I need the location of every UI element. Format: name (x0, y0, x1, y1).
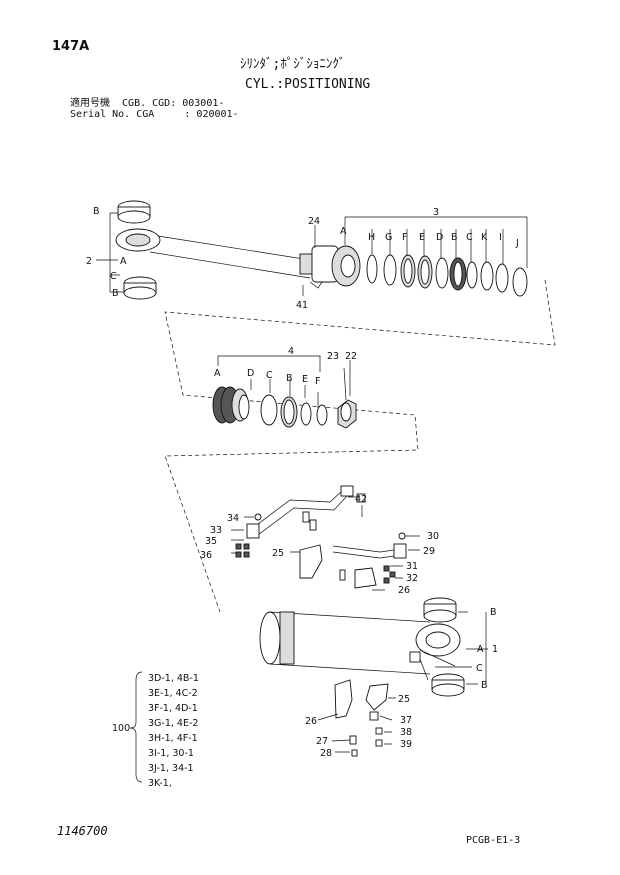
label-38: 38 (400, 727, 412, 738)
title-japanese: ｼﾘﾝﾀﾞ;ﾎﾟｼﾞｼｮﾆﾝｸﾞ (240, 57, 346, 72)
label-H3: H (368, 232, 375, 243)
label-B4: B (286, 373, 293, 384)
label-35: 35 (205, 536, 217, 547)
label-36: 36 (200, 550, 212, 561)
label-22: 22 (345, 351, 357, 362)
label-27: 27 (316, 736, 328, 747)
rod-assembly (115, 200, 311, 300)
kit-line-6: 3I-1, 30-1 (148, 748, 194, 759)
label-B1: B (93, 206, 100, 217)
label-I3: I (499, 232, 502, 243)
label-1: 1 (492, 644, 498, 655)
seal-kit-3 (366, 254, 528, 297)
label-26a: 26 (398, 585, 410, 596)
label-100: 100 (112, 723, 130, 734)
label-J3: J (515, 238, 519, 249)
label-C1: C (110, 271, 117, 282)
page-number: 147A (52, 39, 90, 54)
piping (235, 485, 407, 589)
label-E4: E (302, 374, 308, 385)
nut-22 (337, 360, 357, 429)
label-3: 3 (433, 207, 439, 218)
label-37: 37 (400, 715, 412, 726)
cylinder-tube (259, 597, 465, 697)
label-C3: C (466, 232, 473, 243)
label-23: 23 (327, 351, 339, 362)
label-33: 33 (210, 525, 222, 536)
kit-line-7: 3J-1, 34-1 (148, 763, 194, 774)
label-B6: B (481, 680, 488, 691)
label-25a: 25 (272, 548, 284, 559)
drawing-code: 1146700 (57, 824, 108, 838)
kit-line-5: 3H-1, 4F-1 (148, 733, 198, 744)
label-30: 30 (427, 531, 439, 542)
label-C4: C (266, 370, 273, 381)
label-4: 4 (288, 346, 294, 357)
label-A4: A (214, 368, 221, 379)
serial-line-1: 適用号機 CGB. CGD: 003001- (70, 98, 225, 109)
piston-kit-4 (212, 355, 328, 428)
serial-line-2: Serial No. CGA : 020001- (70, 109, 239, 120)
label-G3: G (385, 232, 392, 243)
label-32: 32 (406, 573, 418, 584)
clamp-brackets (334, 679, 389, 757)
kit-line-4: 3G-1, 4E-2 (148, 718, 198, 729)
label-D4: D (247, 368, 254, 379)
label-B3: B (451, 232, 458, 243)
label-K3: K (481, 232, 488, 243)
label-F4: F (315, 376, 320, 387)
label-2: 2 (86, 256, 92, 267)
label-26b: 26 (305, 716, 317, 727)
label-C5: C (476, 663, 483, 674)
label-28: 28 (320, 748, 332, 759)
kit-line-8: 3K-1, (148, 778, 172, 789)
label-A5: A (477, 644, 484, 655)
label-41: 41 (296, 300, 308, 311)
label-E3: E (419, 232, 425, 243)
page-code: PCGB-E1-3 (466, 835, 521, 846)
label-42: 42 (355, 494, 367, 505)
label-34: 34 (227, 513, 239, 524)
label-B5: B (490, 607, 497, 618)
label-A1: A (120, 256, 127, 267)
label-25b: 25 (398, 694, 410, 705)
title-english: CYL.:POSITIONING (245, 77, 371, 92)
kit-line-3: 3F-1, 4D-1 (148, 703, 198, 714)
label-31: 31 (406, 561, 418, 572)
cylinder-head (299, 245, 361, 289)
kit-line-2: 3E-1, 4C-2 (148, 688, 198, 699)
label-B2: B (112, 288, 119, 299)
label-D3: D (436, 232, 443, 243)
kit-line-1: 3D-1, 4B-1 (148, 673, 199, 684)
label-39: 39 (400, 739, 412, 750)
label-F3: F (402, 232, 407, 243)
label-A3: A (340, 226, 347, 237)
label-29: 29 (423, 546, 435, 557)
label-24: 24 (308, 216, 320, 227)
